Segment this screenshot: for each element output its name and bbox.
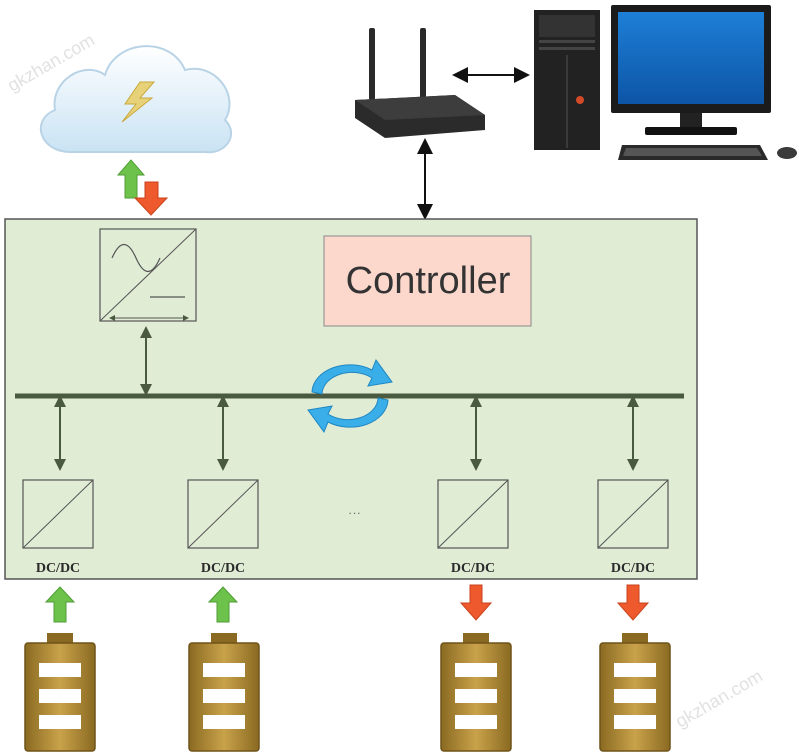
battery-arrow-up-1 xyxy=(44,586,76,623)
sync-icon xyxy=(307,358,393,434)
controller-label: Controller xyxy=(346,260,511,302)
cloud-arrow-down xyxy=(133,181,169,216)
keyboard-icon xyxy=(618,145,768,160)
converter-ellipsis: ... xyxy=(348,503,361,517)
watermark-bottom: gkzhan.com xyxy=(672,666,766,732)
battery-arrow-down-3 xyxy=(459,584,493,621)
dcdc-label-1: DC/DC xyxy=(36,561,80,576)
cloud-arrow-up xyxy=(116,159,146,199)
dcdc-converter-4: DC/DC xyxy=(597,479,669,576)
battery-icon xyxy=(24,633,96,752)
dcdc-label-3: DC/DC xyxy=(451,561,495,576)
controller-block: Controller xyxy=(323,235,532,327)
battery-arrow-down-4 xyxy=(616,584,650,621)
dcdc-converter-1: DC/DC xyxy=(22,479,94,576)
battery-arrow-up-2 xyxy=(207,586,239,623)
battery-icon xyxy=(599,633,671,752)
battery-icon xyxy=(188,633,260,752)
battery-icon xyxy=(440,633,512,752)
dcdc-label-4: DC/DC xyxy=(611,561,655,576)
inverter-block xyxy=(99,228,197,322)
cloud-icon xyxy=(39,45,232,154)
router-icon xyxy=(355,28,485,138)
ac-sine-icon xyxy=(111,243,161,273)
dcdc-converter-2: DC/DC xyxy=(187,479,259,576)
monitor-icon xyxy=(611,5,771,135)
mouse-icon xyxy=(777,147,797,159)
lightning-icon xyxy=(121,81,156,123)
computer-tower-icon xyxy=(534,10,600,150)
dcdc-converter-3: DC/DC xyxy=(437,479,509,576)
dcdc-label-2: DC/DC xyxy=(201,561,245,576)
